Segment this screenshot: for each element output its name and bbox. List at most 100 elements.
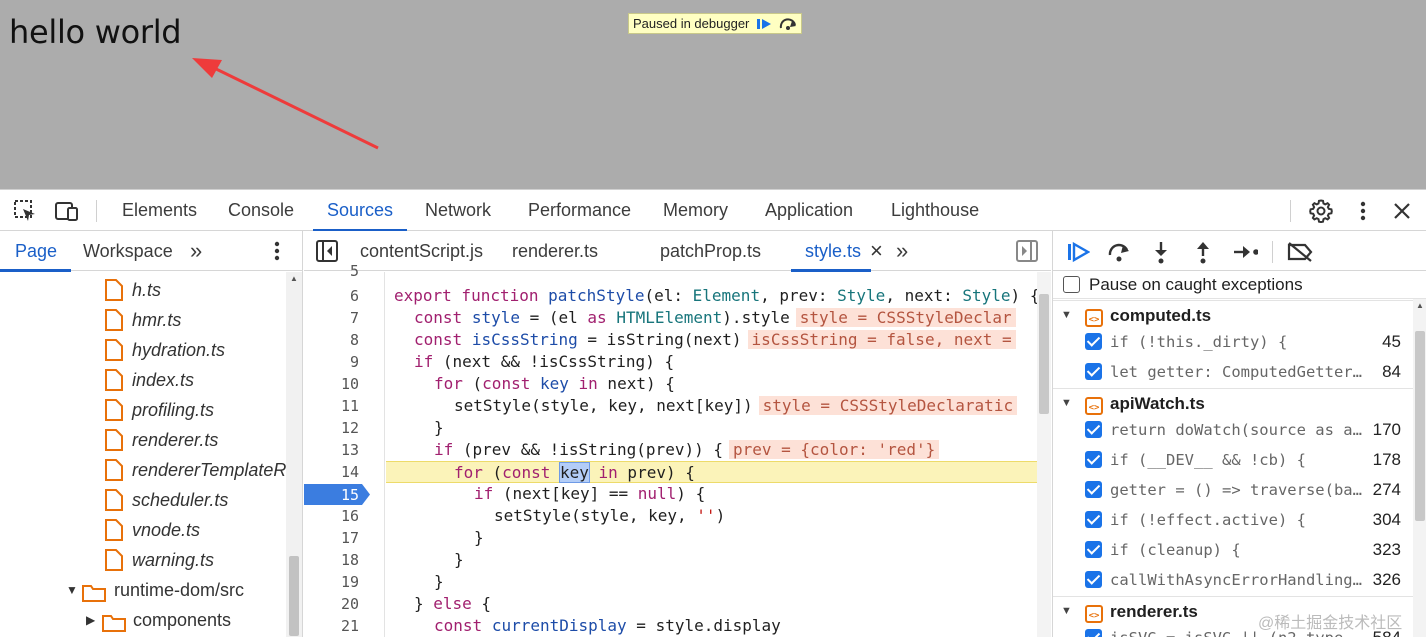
tab-network[interactable]: Network xyxy=(425,200,492,220)
expand-triangle-icon[interactable]: ▼ xyxy=(1061,605,1072,617)
tab-elements[interactable]: Elements xyxy=(122,200,198,220)
scroll-up-icon[interactable]: ▲ xyxy=(1416,301,1424,310)
breakpoint-checkbox[interactable] xyxy=(1085,363,1102,380)
editor-tab-patchprop[interactable]: patchProp.ts xyxy=(660,241,762,261)
inspect-element-icon[interactable] xyxy=(12,198,38,224)
file-tree-item[interactable]: renderer.ts xyxy=(0,425,286,455)
line-number[interactable]: 13 xyxy=(340,441,359,459)
more-tabs-chevron-icon[interactable]: » xyxy=(190,238,203,263)
resume-icon[interactable] xyxy=(755,16,773,31)
tab-lighthouse[interactable]: Lighthouse xyxy=(891,200,980,220)
file-tree-item[interactable]: profiling.ts xyxy=(0,395,286,425)
step-over-icon[interactable] xyxy=(779,16,797,31)
debugger-scrollbar[interactable]: ▲ xyxy=(1413,299,1426,637)
line-number[interactable]: 5 xyxy=(349,262,359,280)
breakpoint-marker-icon[interactable] xyxy=(304,484,370,505)
device-toolbar-icon[interactable] xyxy=(54,198,80,224)
breakpoint-item[interactable]: callWithAsyncErrorHandling(cb, instance)… xyxy=(1053,565,1413,595)
toggle-navigator-icon[interactable] xyxy=(316,240,338,267)
breakpoint-checkbox[interactable] xyxy=(1085,451,1102,468)
breakpoint-item[interactable]: if (__DEV__ && !cb) { 178 xyxy=(1053,445,1413,475)
more-options-icon[interactable] xyxy=(1350,198,1376,224)
scroll-up-icon[interactable]: ▲ xyxy=(290,274,298,283)
breakpoint-item[interactable]: if (!effect.active) { 304 xyxy=(1053,505,1413,535)
breakpoint-checkbox[interactable] xyxy=(1085,541,1102,558)
file-tree-item[interactable]: h.ts xyxy=(0,275,286,305)
tab-sources[interactable]: Sources xyxy=(312,190,408,232)
line-number[interactable]: 9 xyxy=(349,353,359,371)
close-tab-icon[interactable]: × xyxy=(870,238,883,263)
scrollbar-thumb[interactable] xyxy=(1415,331,1425,521)
breakpoint-checkbox[interactable] xyxy=(1085,629,1102,637)
line-number[interactable]: 8 xyxy=(349,331,359,349)
editor-scrollbar[interactable] xyxy=(1037,272,1051,637)
deactivate-breakpoints-icon[interactable] xyxy=(1287,239,1313,265)
tab-application[interactable]: Application xyxy=(765,200,854,220)
breakpoint-checkbox[interactable] xyxy=(1085,571,1102,588)
tab-memory[interactable]: Memory xyxy=(663,200,729,220)
breakpoint-checkbox[interactable] xyxy=(1085,421,1102,438)
resume-icon[interactable] xyxy=(1065,239,1091,265)
step-icon[interactable] xyxy=(1232,239,1258,265)
step-into-icon[interactable] xyxy=(1148,239,1174,265)
file-tree-item[interactable]: warning.ts xyxy=(0,545,286,575)
file-tree-item[interactable]: hmr.ts xyxy=(0,305,286,335)
toggle-debugger-icon[interactable] xyxy=(1016,240,1038,267)
more-tabs-chevron-icon[interactable]: » xyxy=(896,238,909,263)
line-number[interactable]: 10 xyxy=(340,375,359,393)
navigator-scrollbar[interactable]: ▲ xyxy=(286,272,302,637)
scrollbar-thumb[interactable] xyxy=(289,556,299,636)
pause-on-caught-exceptions[interactable]: Pause on caught exceptions xyxy=(1053,271,1426,299)
tab-performance[interactable]: Performance xyxy=(528,200,632,220)
collapse-triangle-icon[interactable]: ▶ xyxy=(86,613,96,627)
breakpoint-item[interactable]: return doWatch(source as any, cb, option… xyxy=(1053,415,1413,445)
editor-tab-contentscript[interactable]: contentScript.js xyxy=(360,241,484,261)
line-number[interactable]: 12 xyxy=(340,419,359,437)
navigator-menu-icon[interactable] xyxy=(274,240,280,267)
breakpoint-checkbox[interactable] xyxy=(1085,511,1102,528)
line-number[interactable]: 6 xyxy=(349,287,359,305)
folder-tree-item[interactable]: ▶ components xyxy=(0,605,286,635)
line-number[interactable]: 20 xyxy=(340,595,359,613)
expand-triangle-icon[interactable]: ▼ xyxy=(66,583,78,597)
editor-tab-renderer[interactable]: renderer.ts xyxy=(512,241,599,261)
scrollbar-thumb[interactable] xyxy=(1039,294,1049,414)
line-number-gutter[interactable]: 5 6 7 8 9 10 11 12 13 14 15 16 17 18 19 … xyxy=(304,262,385,637)
line-number[interactable]: 14 xyxy=(340,463,359,481)
close-icon[interactable] xyxy=(1389,198,1415,224)
expand-triangle-icon[interactable]: ▼ xyxy=(1061,309,1072,321)
file-tree-item[interactable]: vnode.ts xyxy=(0,515,286,545)
line-number[interactable]: 7 xyxy=(349,309,359,327)
folder-tree-item[interactable]: ▼ runtime-dom/src xyxy=(0,575,286,605)
line-number-breakpoint[interactable]: 15 xyxy=(340,486,359,504)
breakpoint-file-group[interactable]: ▼ <> apiWatch.ts xyxy=(1053,388,1413,417)
file-tree-item[interactable]: hydration.ts xyxy=(0,335,286,365)
tab-page[interactable]: Page xyxy=(0,231,72,272)
code-area[interactable]: export function patchStyle(el: Element, … xyxy=(386,272,1037,637)
file-tree-item[interactable]: index.ts xyxy=(0,365,286,395)
breakpoint-item[interactable]: getter = () => traverse(baseGetter()) 27… xyxy=(1053,475,1413,505)
line-number[interactable]: 11 xyxy=(340,397,359,415)
file-tree-item[interactable]: scheduler.ts xyxy=(0,485,286,515)
line-number[interactable]: 19 xyxy=(340,573,359,591)
breakpoint-checkbox[interactable] xyxy=(1085,481,1102,498)
breakpoint-item[interactable]: isSVG = isSVG || (n2.type as any) === 's… xyxy=(1053,623,1413,637)
settings-gear-icon[interactable] xyxy=(1308,198,1334,224)
line-number[interactable]: 17 xyxy=(340,529,359,547)
line-number[interactable]: 21 xyxy=(340,617,359,635)
line-number[interactable]: 18 xyxy=(340,551,359,569)
breakpoint-file-group[interactable]: ▼ <> computed.ts xyxy=(1053,300,1413,329)
breakpoint-item[interactable]: let getter: ComputedGetter<T> 84 xyxy=(1053,357,1413,387)
tab-console[interactable]: Console xyxy=(228,200,295,220)
editor-tab-style[interactable]: style.ts xyxy=(790,231,872,272)
expand-triangle-icon[interactable]: ▼ xyxy=(1061,397,1072,409)
breakpoint-checkbox[interactable] xyxy=(1085,333,1102,350)
file-tree-item[interactable]: rendererTemplateRe xyxy=(0,455,296,485)
line-number[interactable]: 16 xyxy=(340,507,359,525)
step-out-icon[interactable] xyxy=(1190,239,1216,265)
tab-workspace[interactable]: Workspace xyxy=(83,241,173,261)
step-over-icon[interactable] xyxy=(1106,239,1132,265)
breakpoint-file-group[interactable]: ▼ <> renderer.ts xyxy=(1053,596,1413,625)
pause-on-caught-checkbox[interactable] xyxy=(1063,276,1080,293)
breakpoint-item[interactable]: if (cleanup) { 323 xyxy=(1053,535,1413,565)
